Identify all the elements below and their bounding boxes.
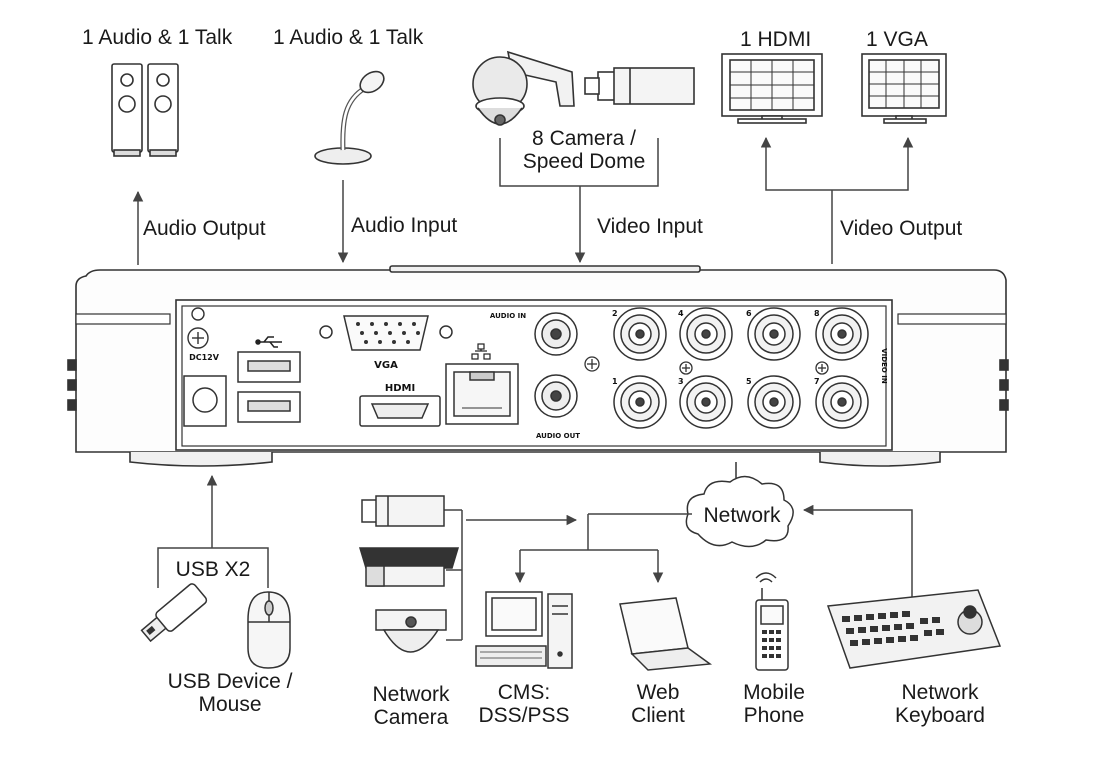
panel-screw-icon xyxy=(584,356,829,375)
bnc-port-number: 2 xyxy=(612,309,618,318)
bnc-port-number: 6 xyxy=(746,309,752,318)
network-dome-camera-icon xyxy=(375,609,447,653)
network-keyboard-icon xyxy=(826,589,1002,669)
cms-computer-icon xyxy=(475,591,573,669)
keyboard-line2: Keyboard xyxy=(895,703,985,727)
cms-line2: DSS/PSS xyxy=(478,703,570,727)
bnc-video-port[interactable]: 5 xyxy=(746,375,801,429)
bnc-video-port[interactable]: 7 xyxy=(814,375,869,429)
video-input-label: Video Input xyxy=(597,215,703,238)
usb-port-top[interactable] xyxy=(237,351,301,383)
laptop-icon xyxy=(619,597,713,671)
usb-x2-label: USB X2 xyxy=(175,558,251,581)
usb-device-line1: USB Device / xyxy=(167,670,293,693)
bnc-port-number: 1 xyxy=(612,377,618,386)
network-camera-line2: Camera xyxy=(373,705,449,729)
camera-label-line1: 8 Camera / xyxy=(532,127,636,150)
box-camera-icon xyxy=(584,67,695,105)
mobile-line2: Phone xyxy=(743,703,805,727)
audio-out-label: AUDIO OUT xyxy=(536,432,580,440)
vga-output-label: 1 VGA xyxy=(866,28,928,51)
video-in-label: VIDEO IN xyxy=(880,348,888,384)
web-client-label: Web Client xyxy=(631,681,685,727)
mobile-line1: Mobile xyxy=(743,681,805,704)
mobile-phone-label: Mobile Phone xyxy=(743,681,805,727)
vga-port-label: VGA xyxy=(374,360,398,371)
audio-input-label: Audio Input xyxy=(351,214,458,237)
network-cloud-icon xyxy=(685,462,794,548)
network-box-camera-icon xyxy=(358,547,460,587)
web-client-line2: Client xyxy=(631,703,685,727)
network-connector xyxy=(442,504,913,641)
network-cloud-label: Network xyxy=(703,504,781,527)
audio-talk-label-right: 1 Audio & 1 Talk xyxy=(273,26,424,49)
audio-in-jack[interactable] xyxy=(534,312,578,356)
network-keyboard-label: Network Keyboard xyxy=(895,681,985,727)
camera-speed-dome-label: 8 Camera / Speed Dome xyxy=(522,127,646,173)
usb-device-mouse-label: USB Device / Mouse xyxy=(167,670,293,716)
dc-power-port[interactable] xyxy=(183,375,227,427)
usb-device-line2: Mouse xyxy=(198,692,262,716)
hdmi-output-label: 1 HDMI xyxy=(740,28,812,51)
network-bullet-camera-icon xyxy=(361,495,445,527)
bnc-port-number: 5 xyxy=(746,377,752,386)
bnc-video-port[interactable]: 3 xyxy=(678,375,733,429)
usb-symbol-icon xyxy=(255,336,282,348)
network-camera-line1: Network xyxy=(372,683,450,706)
vga-port[interactable] xyxy=(319,315,453,351)
network-camera-label: Network Camera xyxy=(372,683,450,729)
camera-label-line2: Speed Dome xyxy=(522,149,646,173)
bnc-port-number: 7 xyxy=(814,377,820,386)
video-input-connector xyxy=(499,138,659,264)
mouse-icon xyxy=(247,591,291,669)
bnc-video-port[interactable]: 4 xyxy=(678,307,733,361)
ethernet-port[interactable] xyxy=(445,363,519,425)
speaker-icon xyxy=(111,63,179,157)
usb-flash-drive-icon xyxy=(140,583,208,643)
web-client-line1: Web xyxy=(636,681,680,704)
hdmi-port[interactable] xyxy=(359,395,441,427)
bnc-video-port[interactable]: 1 xyxy=(612,375,667,429)
dc-power-label: DC12V xyxy=(189,353,220,362)
bnc-video-port[interactable]: 6 xyxy=(746,307,801,361)
usb-connector xyxy=(157,474,269,588)
ground-screw-icon xyxy=(187,307,209,349)
vga-monitor-icon xyxy=(861,53,947,124)
microphone-icon xyxy=(314,70,385,165)
hdmi-monitor-icon xyxy=(721,53,823,124)
bnc-video-port[interactable]: 2 xyxy=(612,307,667,361)
video-output-label: Video Output xyxy=(840,217,963,240)
bnc-port-number: 4 xyxy=(678,309,684,318)
usb-port-bottom[interactable] xyxy=(237,391,301,423)
mobile-phone-icon xyxy=(755,572,789,671)
audio-talk-label-left: 1 Audio & 1 Talk xyxy=(82,26,233,49)
bnc-port-number: 8 xyxy=(814,309,820,318)
bnc-port-number: 3 xyxy=(678,377,684,386)
keyboard-line1: Network xyxy=(901,681,979,704)
speed-dome-camera-icon xyxy=(472,50,575,126)
video-output-connector xyxy=(760,136,914,264)
audio-in-label: AUDIO IN xyxy=(490,312,526,320)
hdmi-port-label: HDMI xyxy=(385,383,415,394)
audio-output-label: Audio Output xyxy=(143,217,266,240)
network-symbol-icon xyxy=(471,343,491,360)
video-input-bnc-ports: 2 4 6 8 1 3 5 7 xyxy=(612,307,869,429)
cms-line1: CMS: xyxy=(497,681,551,704)
bnc-video-port[interactable]: 8 xyxy=(814,307,869,361)
cms-label: CMS: DSS/PSS xyxy=(478,681,570,727)
audio-out-jack[interactable] xyxy=(534,374,578,418)
